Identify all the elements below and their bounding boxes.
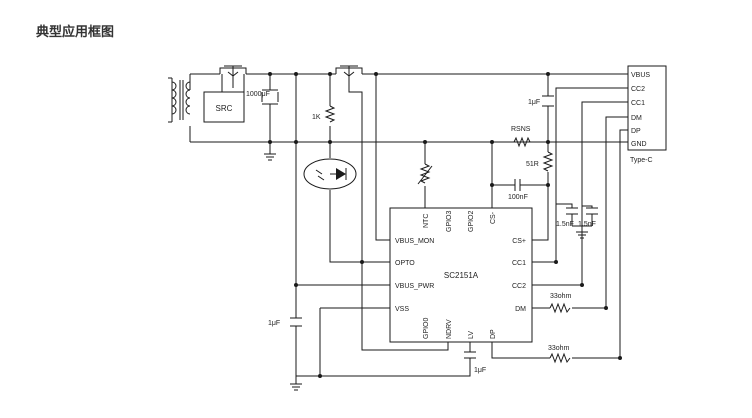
chip-name: SC2151A: [444, 271, 479, 280]
capacitor-100nf-symbol: [514, 179, 521, 191]
src-label: SRC: [216, 104, 233, 113]
chip-pin-ntc: NTC: [423, 214, 430, 228]
src-block: [203, 91, 245, 123]
resistor-1k-label: 1K: [312, 114, 321, 121]
capacitor-cc2-label: 1.5nF: [556, 221, 574, 228]
junction-dots: [268, 72, 622, 378]
chip-pin-gpio2: GPIO2: [468, 210, 475, 232]
connector-label: Type-C: [630, 157, 653, 164]
capacitor-cc-symbol: [566, 207, 598, 215]
type-c-connector: [627, 65, 667, 151]
mosfet-secondary-symbol: [335, 65, 363, 82]
resistor-dm-label: 33ohm: [550, 293, 572, 300]
connector-pin-dm: DM: [631, 115, 642, 122]
resistor-1k-symbol: [324, 105, 336, 123]
capacitor-100nf-label: 100nF: [508, 194, 528, 201]
ground-symbol: [264, 153, 588, 391]
resistor-dm-symbol: [549, 302, 571, 314]
rsns-label: RSNS: [511, 126, 531, 133]
bulk-capacitor-symbol: [261, 89, 279, 105]
chip-pin-cc1: CC1: [512, 260, 526, 267]
chip-pin-opto: OPTO: [395, 260, 415, 267]
capacitor-1uf-left-label: 1μF: [268, 320, 280, 327]
resistor-51r-symbol: [542, 151, 554, 172]
chip-pin-cs-minus: CS-: [490, 211, 497, 224]
capacitor-1uf-left-symbol: [290, 317, 302, 327]
resistor-51r-label: 51R: [526, 161, 539, 168]
chip-sc2151a: [389, 207, 533, 343]
chip-pin-dm: DM: [515, 306, 526, 313]
resistor-dp-symbol: [549, 352, 571, 364]
chip-pin-vbus-pwr: VBUS_PWR: [395, 283, 434, 290]
connector-pin-cc1: CC1: [631, 100, 645, 107]
connector-pin-cc2: CC2: [631, 86, 645, 93]
chip-pin-gpio0: GPIO0: [423, 317, 430, 339]
chip-pin-vbus-mon: VBUS_MON: [395, 238, 434, 245]
connector-pin-dp: DP: [631, 128, 641, 135]
bulk-capacitor-label: 1000μF: [246, 91, 270, 98]
chip-pin-cc2: CC2: [512, 283, 526, 290]
connector-pin-gnd: GND: [631, 141, 647, 148]
page-title: 典型应用框图: [36, 25, 115, 40]
resistor-dp-label: 33ohm: [548, 345, 570, 352]
optocoupler-symbol: [303, 158, 357, 190]
rsns-resistor-symbol: [513, 136, 531, 148]
capacitor-cc1-label: 1.5nF: [578, 221, 596, 228]
capacitor-1uf-top-label: 1μF: [528, 99, 540, 106]
chip-pin-ndrv: NDRV: [446, 319, 453, 339]
transformer-symbol: [168, 77, 191, 123]
connector-pin-vbus: VBUS: [631, 72, 650, 79]
capacitor-1uf-top-symbol: [542, 95, 554, 107]
capacitor-1uf-lv-symbol: [464, 351, 476, 359]
chip-pin-gpio3: GPIO3: [446, 210, 453, 232]
capacitor-1uf-lv-label: 1μF: [474, 367, 486, 374]
chip-pin-vss: VSS: [395, 306, 409, 313]
chip-pin-cs-plus: CS+: [512, 238, 526, 245]
chip-pin-lv: LV: [468, 331, 475, 339]
mosfet-primary-symbol: [219, 65, 247, 82]
chip-pin-dp: DP: [490, 329, 497, 339]
ntc-thermistor-symbol: [417, 163, 433, 185]
wires: [189, 73, 628, 384]
